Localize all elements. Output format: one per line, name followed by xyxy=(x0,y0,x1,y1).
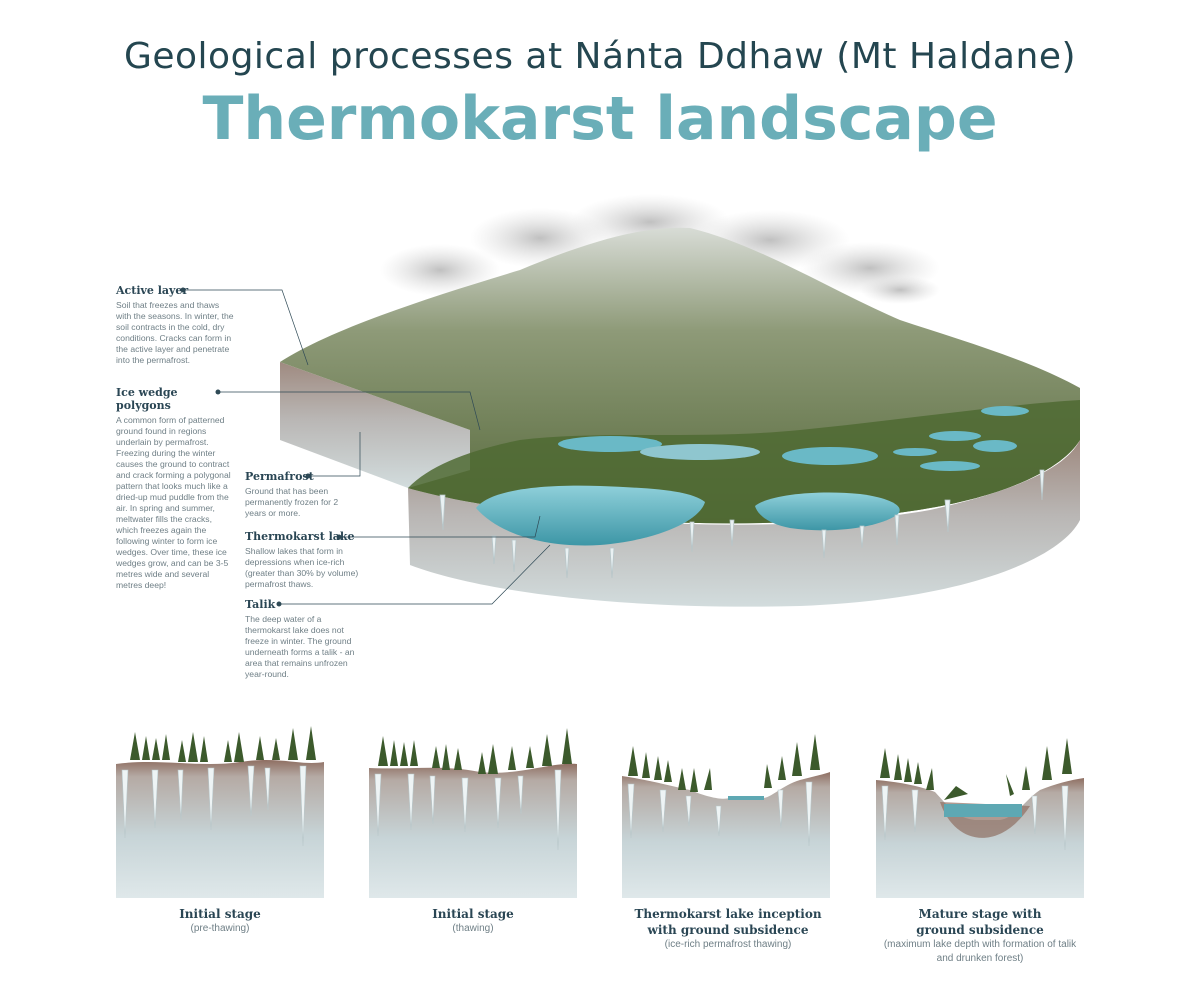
stage-title: Initial stage xyxy=(432,907,514,921)
leader-lines xyxy=(183,289,551,605)
annotation-title: Thermokarst lake xyxy=(245,530,355,543)
stage-title: Thermokarst lake inception with ground s… xyxy=(634,907,822,937)
annotation-title: Ice wedge polygons xyxy=(116,386,178,412)
stage-caption: (thawing) xyxy=(452,923,494,934)
annotation-title: Active layer xyxy=(116,284,189,297)
annotation-text: Shallow lakes that form in depressions w… xyxy=(245,546,359,589)
stage-caption: (ice-rich permafrost thawing) xyxy=(664,939,792,950)
surface-lakes xyxy=(558,406,1029,471)
thermokarst-lake-small xyxy=(755,492,900,531)
stage-caption: (maximum lake depth with formation of ta… xyxy=(883,939,1077,964)
annotation-thermokarst-lake: Thermokarst lake Shallow lakes that form… xyxy=(245,530,363,590)
annotation-talik: Talik The deep water of a thermokarst la… xyxy=(245,598,357,680)
stage-label-3: Thermokarst lake inception with ground s… xyxy=(606,906,850,952)
annotation-text: Ground that has been permanently frozen … xyxy=(245,486,339,518)
stage-panel-2 xyxy=(369,718,577,898)
stage-panel-4 xyxy=(876,718,1084,898)
stage-title: Initial stage xyxy=(179,907,261,921)
stage-title: Mature stage with ground subsidence xyxy=(916,907,1044,937)
stage-label-4: Mature stage with ground subsidence (max… xyxy=(860,906,1100,966)
stage-label-1: Initial stage (pre-thawing) xyxy=(100,906,340,936)
annotation-active-layer: Active layer Soil that freezes and thaws… xyxy=(116,284,234,366)
stage-label-2: Initial stage (thawing) xyxy=(353,906,593,936)
page-title: Thermokarst landscape xyxy=(202,84,998,154)
block-left-face xyxy=(280,362,470,488)
annotation-title: Permafrost xyxy=(245,470,314,483)
ice-wedges xyxy=(439,469,1045,579)
annotation-text: A common form of patterned ground found … xyxy=(116,415,231,590)
annotation-permafrost: Permafrost Ground that has been permanen… xyxy=(245,470,357,519)
block-front-face xyxy=(408,440,1080,607)
leader-dots xyxy=(180,287,342,607)
stage-panel-1 xyxy=(116,718,324,898)
stage-panels xyxy=(116,718,1084,898)
stage-caption: (pre-thawing) xyxy=(190,923,250,934)
page-subtitle: Geological processes at Nánta Ddhaw (Mt … xyxy=(123,36,1077,77)
annotation-title: Talik xyxy=(245,598,276,611)
thermokarst-lake-large xyxy=(476,485,705,546)
annotation-ice-wedge-polygons: Ice wedge polygons A common form of patt… xyxy=(116,386,234,591)
annotation-text: Soil that freezes and thaws with the sea… xyxy=(116,300,234,365)
annotation-text: The deep water of a thermokarst lake doe… xyxy=(245,614,355,679)
clouds xyxy=(380,194,940,304)
stage-panel-3 xyxy=(622,718,830,898)
